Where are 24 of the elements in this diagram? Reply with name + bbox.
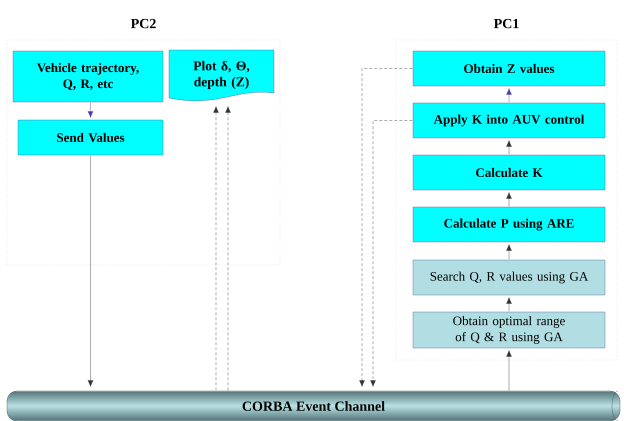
process-box: Search Q, R values using GA [412, 260, 606, 296]
arrow [370, 120, 412, 387]
arrow [506, 297, 512, 312]
process-box: Calculate P using ARE [412, 206, 606, 242]
document-box: Plot δ, Θ, depth (Z) [168, 50, 274, 101]
channel-cylinder: CORBA Event Channel [6, 390, 620, 421]
arrow [506, 192, 512, 206]
arrow [213, 106, 219, 390]
arrow [506, 140, 512, 154]
arrow [506, 88, 512, 102]
arrow [506, 350, 512, 390]
process-box: Send Values [18, 120, 164, 156]
process-box: Obtain optimal range of Q & R using GA [412, 312, 606, 348]
node-label: PC1 [494, 18, 519, 28]
process-box: Obtain Z values [412, 50, 606, 86]
process-box: Vehicle trajectory, Q, R, etc [12, 50, 164, 102]
process-box: Apply K into AUV control [412, 102, 606, 138]
arrow [88, 102, 94, 118]
process-box: Calculate K [412, 154, 606, 190]
node-label: PC2 [130, 18, 156, 28]
arrow [506, 244, 512, 260]
arrow [88, 156, 94, 387]
arrow [225, 106, 231, 390]
arrow [359, 68, 412, 387]
